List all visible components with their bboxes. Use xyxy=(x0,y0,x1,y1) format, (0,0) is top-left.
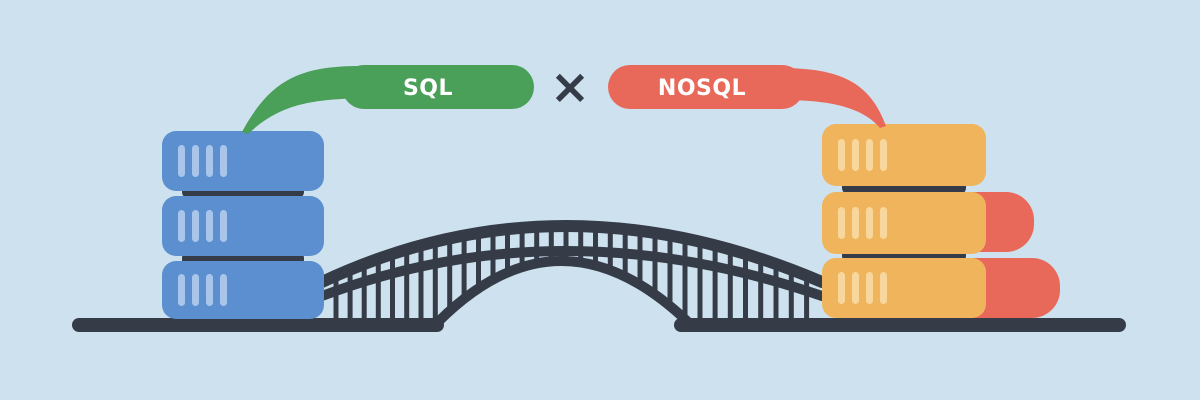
nosql-label: NOSQL xyxy=(658,76,746,101)
sql-tier-bottom xyxy=(162,261,324,319)
nosql-tier-top xyxy=(822,124,986,186)
ground-left xyxy=(72,318,444,332)
ground-right xyxy=(674,318,1126,332)
ground xyxy=(72,318,1126,332)
nosql-label-badge: NOSQL xyxy=(608,65,886,128)
bridge-support xyxy=(433,256,693,327)
sql-tier-middle xyxy=(162,196,324,256)
bridge-deck xyxy=(316,220,828,288)
nosql-tier-middle xyxy=(822,192,986,254)
close-icon: × xyxy=(550,59,590,115)
nosql-badge-tail xyxy=(780,68,886,128)
sql-label: SQL xyxy=(403,76,453,101)
sql-database-stack-icon xyxy=(162,131,324,319)
nosql-badge-body xyxy=(608,65,804,109)
bridge-hangers xyxy=(333,230,810,320)
nosql-tier-bottom xyxy=(822,258,986,318)
sql-label-badge: SQL xyxy=(242,65,534,134)
sql-tier-top xyxy=(162,131,324,191)
sql-badge-tail xyxy=(242,66,360,134)
sql-badge-body xyxy=(342,65,534,109)
bridge-icon xyxy=(316,220,828,327)
nosql-database-stack-icon xyxy=(822,124,1060,318)
